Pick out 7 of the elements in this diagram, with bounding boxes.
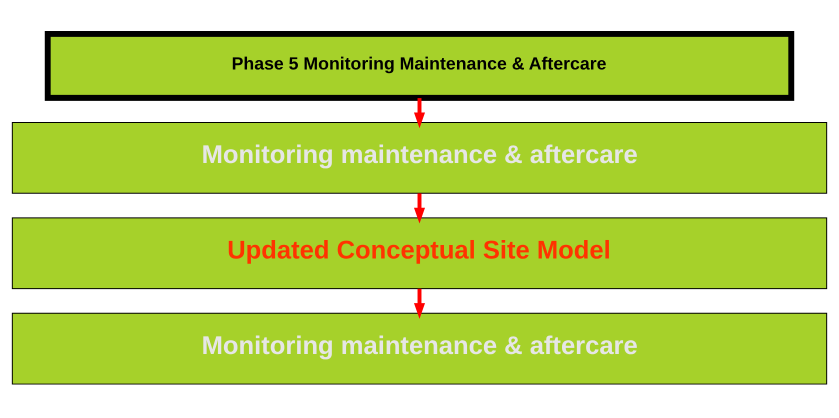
node-box: Phase 5 Monitoring Maintenance & Aftercare <box>44 30 794 101</box>
arrow <box>414 193 426 224</box>
node-box: Monitoring maintenance & aftercare <box>12 312 828 385</box>
arrow <box>414 288 426 319</box>
node-box: Updated Conceptual Site Model <box>12 217 828 290</box>
arrow <box>414 98 426 128</box>
node-box: Monitoring maintenance & aftercare <box>12 122 828 194</box>
